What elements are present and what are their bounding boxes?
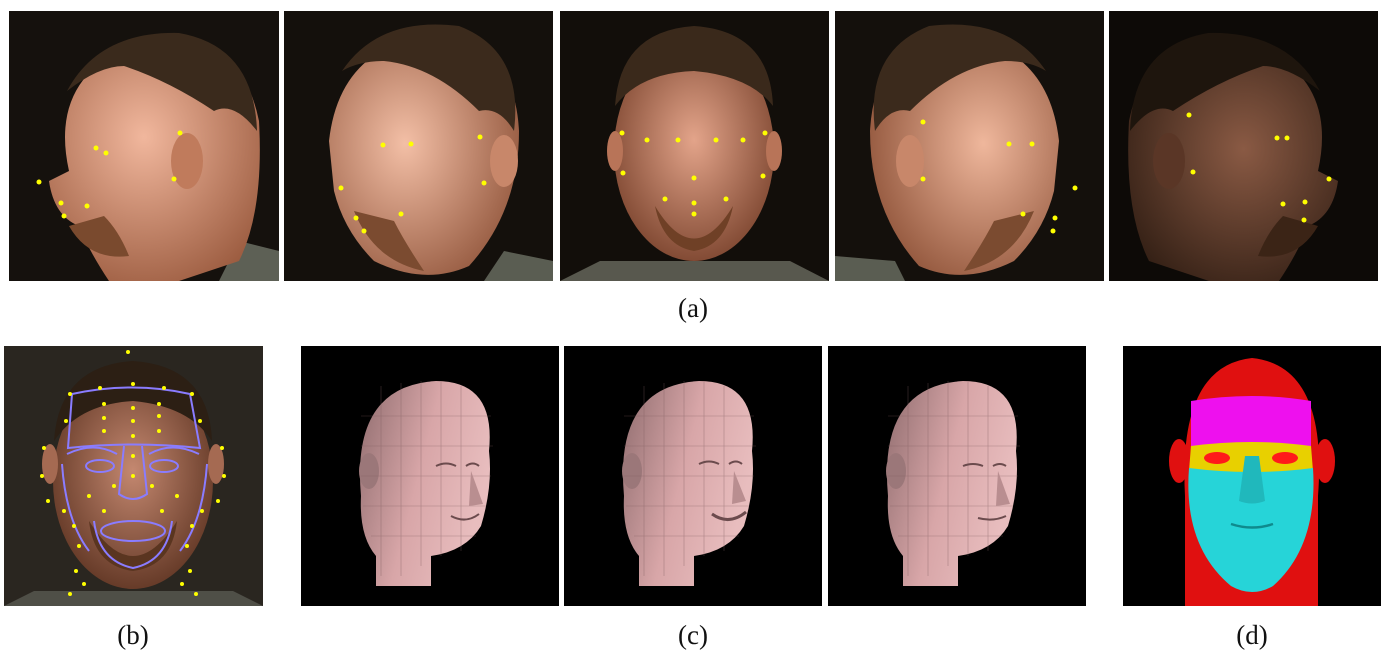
- mesh-render-3: [828, 346, 1086, 606]
- caption-b: (b): [117, 620, 149, 650]
- photo-right-profile: [1109, 11, 1378, 281]
- caption-c: (c): [678, 620, 708, 650]
- caption-d: (d): [1236, 620, 1268, 650]
- mesh-render-2: [564, 346, 822, 606]
- mesh-render-1: [301, 346, 559, 606]
- caption-a: (a): [678, 293, 708, 323]
- face-region-segmentation: [1123, 346, 1381, 606]
- photo-right-three-quarter: [835, 11, 1104, 281]
- photo-left-profile: [9, 11, 279, 281]
- landmark-annotated-face: [4, 346, 263, 606]
- photo-left-three-quarter: [284, 11, 553, 281]
- photo-frontal: [560, 11, 829, 281]
